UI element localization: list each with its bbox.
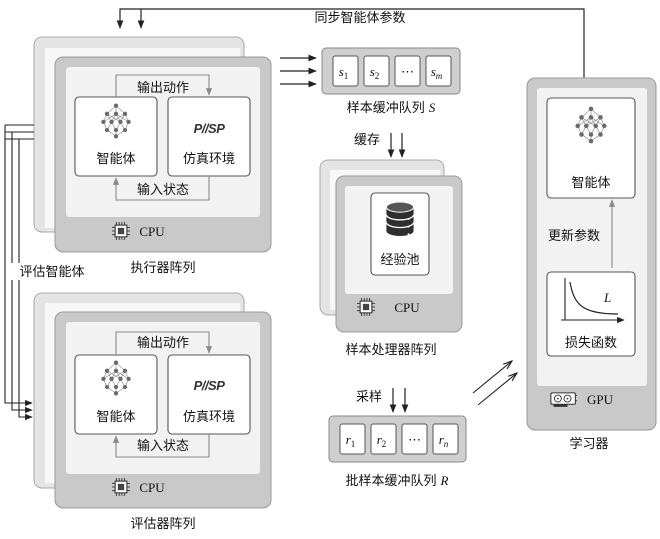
sample-queue-cell [394,55,421,87]
sync-params-connector [116,8,585,88]
sample-queue-cell-label: ⋯ [401,64,414,79]
evaluator-array-label: 评估器阵列 [130,517,195,532]
cpu-label: CPU [394,300,420,315]
batch-queue-cell [370,423,397,455]
batch-queue-cell-label: rn [439,432,449,449]
batch-queue-cell [432,423,459,455]
learner-panel: 智能体 L 损失函数 [526,77,657,431]
evaluate-agent-label: 评估智能体 [19,265,84,280]
evaluator-array-panel: 智能体 P//SP 仿真环境 [33,292,272,509]
sample-processor-panel: 经验池 [319,159,463,333]
batch-queue-cell [339,423,366,455]
loss-curve-icon [561,278,625,324]
database-icon [385,201,415,237]
sample-queue-cell-label: sm [431,64,443,81]
simulator-logo-icon: P//SP [194,378,226,393]
actor-array-label: 执行器阵列 [130,261,195,276]
sample-queue-cell [425,55,452,87]
evaluate-agent-connector [4,124,34,421]
sample-queue-cell [332,55,359,87]
replay-pool-label: 经验池 [380,252,419,268]
batch-queue-cell-label: r2 [377,432,387,449]
learner-label: 学习器 [569,436,608,452]
cpu-chip-icon [112,478,130,496]
sample-queue: s1 s2 ⋯ sm [321,47,461,95]
cpu-label: CPU [139,480,165,495]
batch-queue: r1 r2 ⋯ rn [328,415,467,463]
sample-processor-array-label: 样本处理器阵列 [345,343,436,358]
output-action-label: 输出动作 [137,335,189,351]
agent-label: 智能体 [96,410,135,425]
agent-label: 智能体 [571,176,610,191]
sampling-label: 采样 [356,390,382,405]
sim-env-label: 仿真环境 [183,152,235,167]
input-state-label: 输入状态 [137,438,189,454]
simulator-logo-icon: P//SP [194,121,226,136]
actor-array-panel: 智能体 P//SP 仿真环境 [33,36,272,253]
sampling-arrows [389,388,409,413]
gpu-card-icon [550,392,578,408]
sample-queue-cell-label: s1 [339,64,349,81]
sample-queue-cell-label: s2 [370,64,380,81]
sample-queue-cell [363,55,390,87]
loss-symbol: L [603,290,611,305]
loss-function-label: 损失函数 [565,336,617,351]
cache-arrows [387,133,406,158]
batch-to-learner-arrows [472,361,517,406]
batch-queue-cell [401,423,428,455]
actor-to-queue-arrows [280,54,317,88]
agent-label: 智能体 [96,152,135,167]
sim-env-label: 仿真环境 [183,410,235,425]
input-state-label: 输入状态 [137,182,189,198]
cache-label: 缓存 [354,133,380,148]
batch-queue-cell-label: r1 [346,432,356,449]
gpu-label: GPU [587,392,614,407]
agent-box [546,97,636,199]
batch-queue-cell-label: ⋯ [408,432,421,447]
output-action-label: 输出动作 [137,80,189,96]
cpu-label: CPU [139,224,165,239]
cpu-chip-icon [357,298,375,316]
sync-params-label: 同步智能体参数 [314,10,405,26]
cpu-chip-icon [112,222,130,240]
loss-box [546,271,636,357]
update-params-label: 更新参数 [548,228,600,244]
